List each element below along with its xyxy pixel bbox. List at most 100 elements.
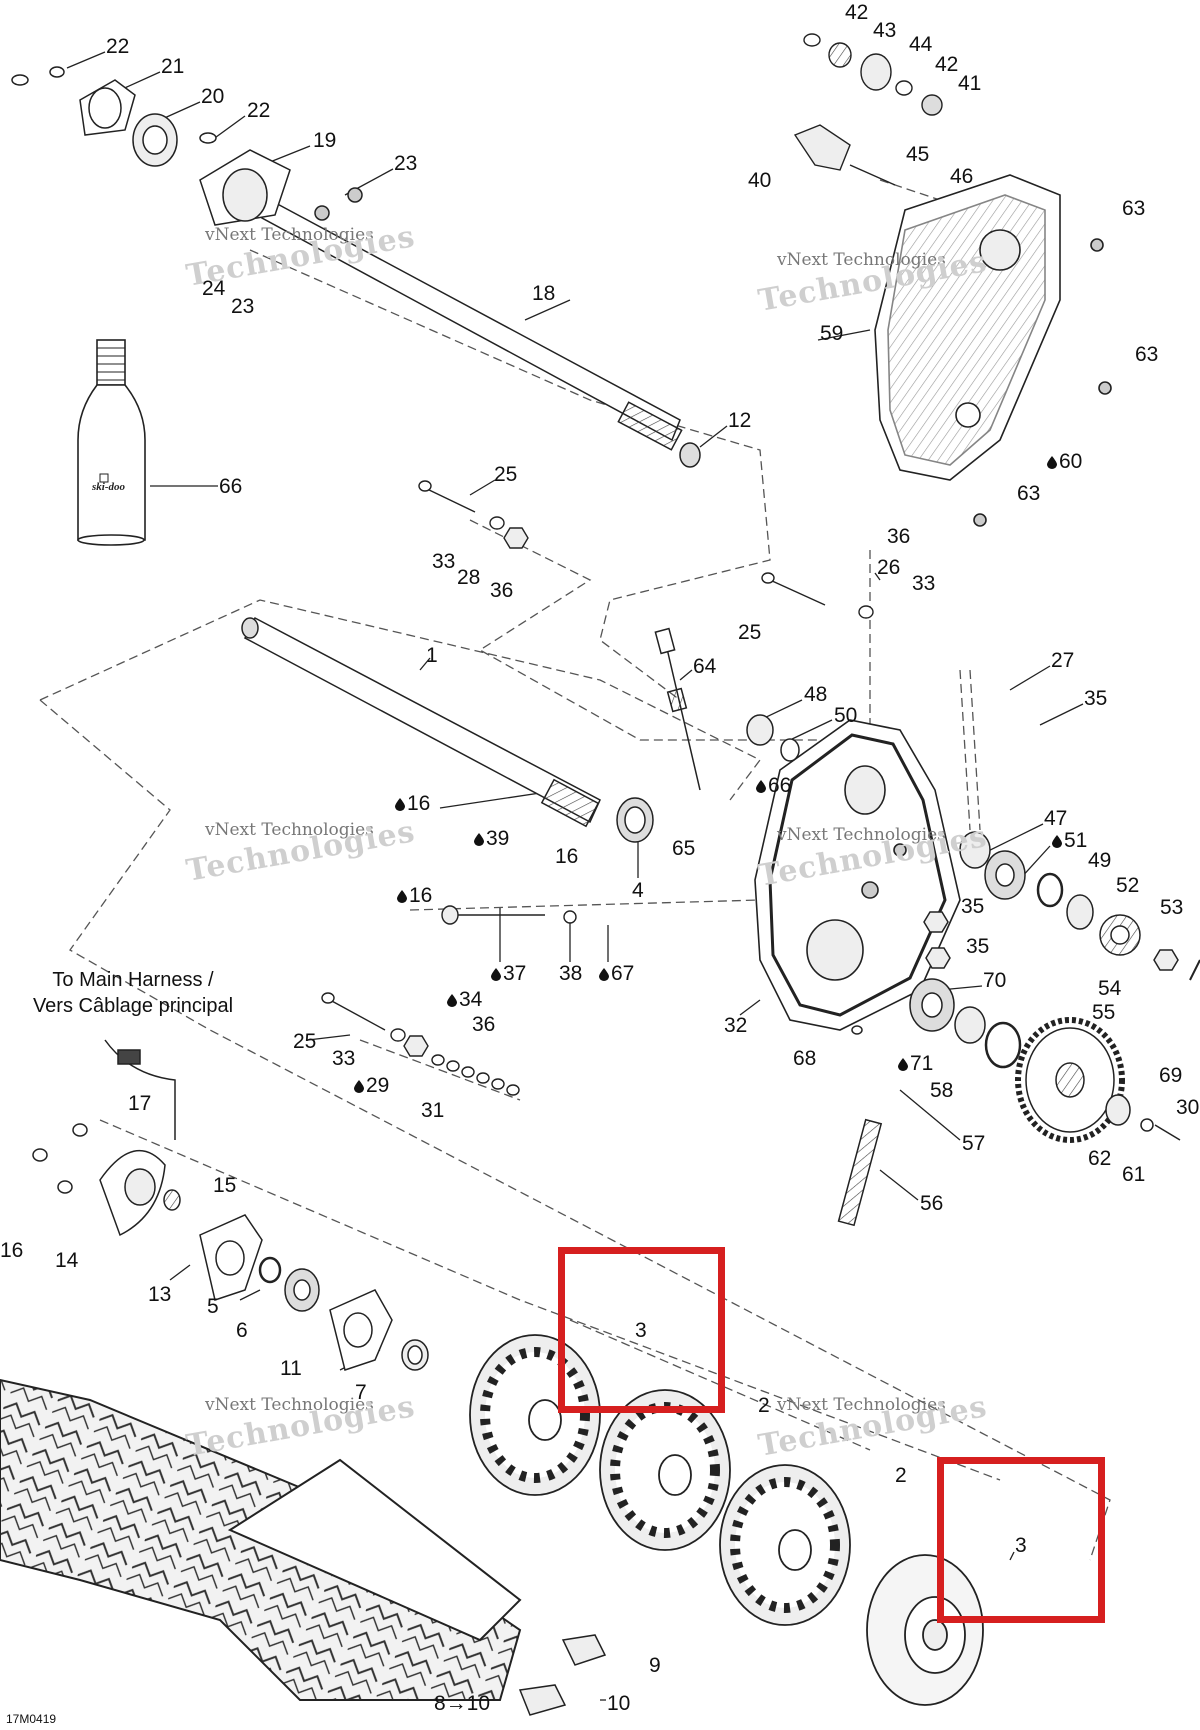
- part-label-16: 16: [555, 846, 578, 867]
- part-label-5: 5: [207, 1296, 219, 1317]
- part-label-37: 37: [491, 963, 526, 984]
- speed-sensor-assembly: [32, 1039, 429, 1371]
- part-number: 35: [961, 895, 985, 918]
- part-number: 1: [426, 644, 438, 667]
- part-number: 35: [966, 935, 990, 958]
- part-label-63: 63: [1135, 344, 1158, 365]
- part-label-54: 54: [1098, 978, 1121, 999]
- part-label-25: 25: [738, 622, 761, 643]
- part-number: 52: [1116, 874, 1140, 897]
- chaincase-cover-59: [874, 174, 1112, 527]
- part-number: 63: [1122, 197, 1146, 220]
- part-number: 32: [724, 1014, 748, 1037]
- part-label-3: 3: [1015, 1535, 1027, 1556]
- part-number: 71: [910, 1052, 934, 1075]
- part-label-38: 38: [559, 963, 582, 984]
- part-label-61: 61: [1122, 1164, 1145, 1185]
- part-label-35: 35: [1084, 688, 1107, 709]
- part-number: 2: [895, 1464, 907, 1487]
- part-label-63: 63: [1017, 483, 1040, 504]
- dipstick-64: [654, 627, 701, 791]
- part-number: 30: [1176, 1096, 1200, 1119]
- part-label-16: 16: [395, 793, 430, 814]
- part-label-9: 9: [649, 1655, 661, 1676]
- part-number: 34: [459, 988, 483, 1011]
- part-label-46: 46: [950, 166, 973, 187]
- part-number: 33: [432, 550, 456, 573]
- part-label-16: 16: [397, 885, 432, 906]
- oil-drop-icon: [1047, 456, 1057, 469]
- part-label-36: 36: [887, 526, 910, 547]
- part-number: 55: [1092, 1001, 1116, 1024]
- part-number: 53: [1160, 896, 1184, 919]
- part-label-42: 42: [935, 54, 958, 75]
- part-label-1: 1: [426, 645, 438, 666]
- highlight-box-sprocket-3-right: [937, 1457, 1105, 1623]
- part-label-21: 21: [161, 56, 184, 77]
- part-number: 27: [1051, 649, 1075, 672]
- oil-drop-icon: [599, 968, 609, 981]
- part-number: 29: [366, 1074, 390, 1097]
- part-number: 51: [1064, 829, 1088, 852]
- part-label-60: 60: [1047, 451, 1082, 472]
- oil-drop-icon: [447, 994, 457, 1007]
- part-number: 2: [758, 1394, 770, 1417]
- part-label-3: 3: [635, 1320, 647, 1341]
- part-label-6: 6: [236, 1320, 248, 1341]
- oil-drop-icon: [397, 890, 407, 903]
- part-label-17: 17: [128, 1093, 151, 1114]
- drive-sprockets: [469, 1334, 984, 1706]
- part-number: 16: [555, 845, 579, 868]
- part-number: 36: [472, 1013, 496, 1036]
- part-number: 47: [1044, 807, 1068, 830]
- part-number: 33: [912, 572, 936, 595]
- part-label-14: 14: [55, 1250, 78, 1271]
- part-number: 59: [820, 322, 844, 345]
- part-number: 45: [906, 143, 930, 166]
- harness-note-line-1: To Main Harness /: [52, 969, 214, 991]
- oil-bottle-66: ski-doo: [77, 339, 146, 546]
- part-label-22: 22: [106, 36, 129, 57]
- drive-shaft-1: [241, 616, 601, 828]
- part-label-62: 62: [1088, 1148, 1111, 1169]
- part-label-69: 69: [1159, 1065, 1182, 1086]
- part-number: 4: [632, 879, 644, 902]
- part-label-49: 49: [1088, 850, 1111, 871]
- part-number: 24: [202, 277, 226, 300]
- part-label-41: 41: [958, 73, 981, 94]
- part-label-12: 12: [728, 410, 751, 431]
- part-number: 36: [887, 525, 911, 548]
- part-number: 21: [161, 55, 185, 78]
- figure-code: 17M0419: [6, 1712, 57, 1726]
- part-number: 6: [236, 1319, 248, 1342]
- part-number: 16: [0, 1239, 24, 1262]
- part-number: 60: [1059, 450, 1083, 473]
- tensioner-assembly: [793, 33, 943, 186]
- part-label-35: 35: [961, 896, 984, 917]
- oil-drop-icon: [756, 780, 766, 793]
- part-number: 58: [930, 1079, 954, 1102]
- part-label-27: 27: [1051, 650, 1074, 671]
- part-number: 28: [457, 566, 481, 589]
- part-number: 22: [247, 99, 271, 122]
- part-label-63: 63: [1122, 198, 1145, 219]
- part-label-29: 29: [354, 1075, 389, 1096]
- part-number: 42: [845, 1, 869, 24]
- part-number: 8→10: [434, 1692, 491, 1715]
- part-number: 14: [55, 1249, 79, 1272]
- fasteners-center: [321, 480, 874, 1096]
- part-number: 20: [201, 85, 225, 108]
- oil-drop-icon: [395, 798, 405, 811]
- part-label-44: 44: [909, 34, 932, 55]
- part-label-25: 25: [293, 1031, 316, 1052]
- part-number: 18: [532, 282, 556, 305]
- part-label-39: 39: [474, 828, 509, 849]
- part-number: 43: [873, 19, 897, 42]
- part-number: 35: [1084, 687, 1108, 710]
- oil-drop-icon: [491, 968, 501, 981]
- part-number: 57: [962, 1132, 986, 1155]
